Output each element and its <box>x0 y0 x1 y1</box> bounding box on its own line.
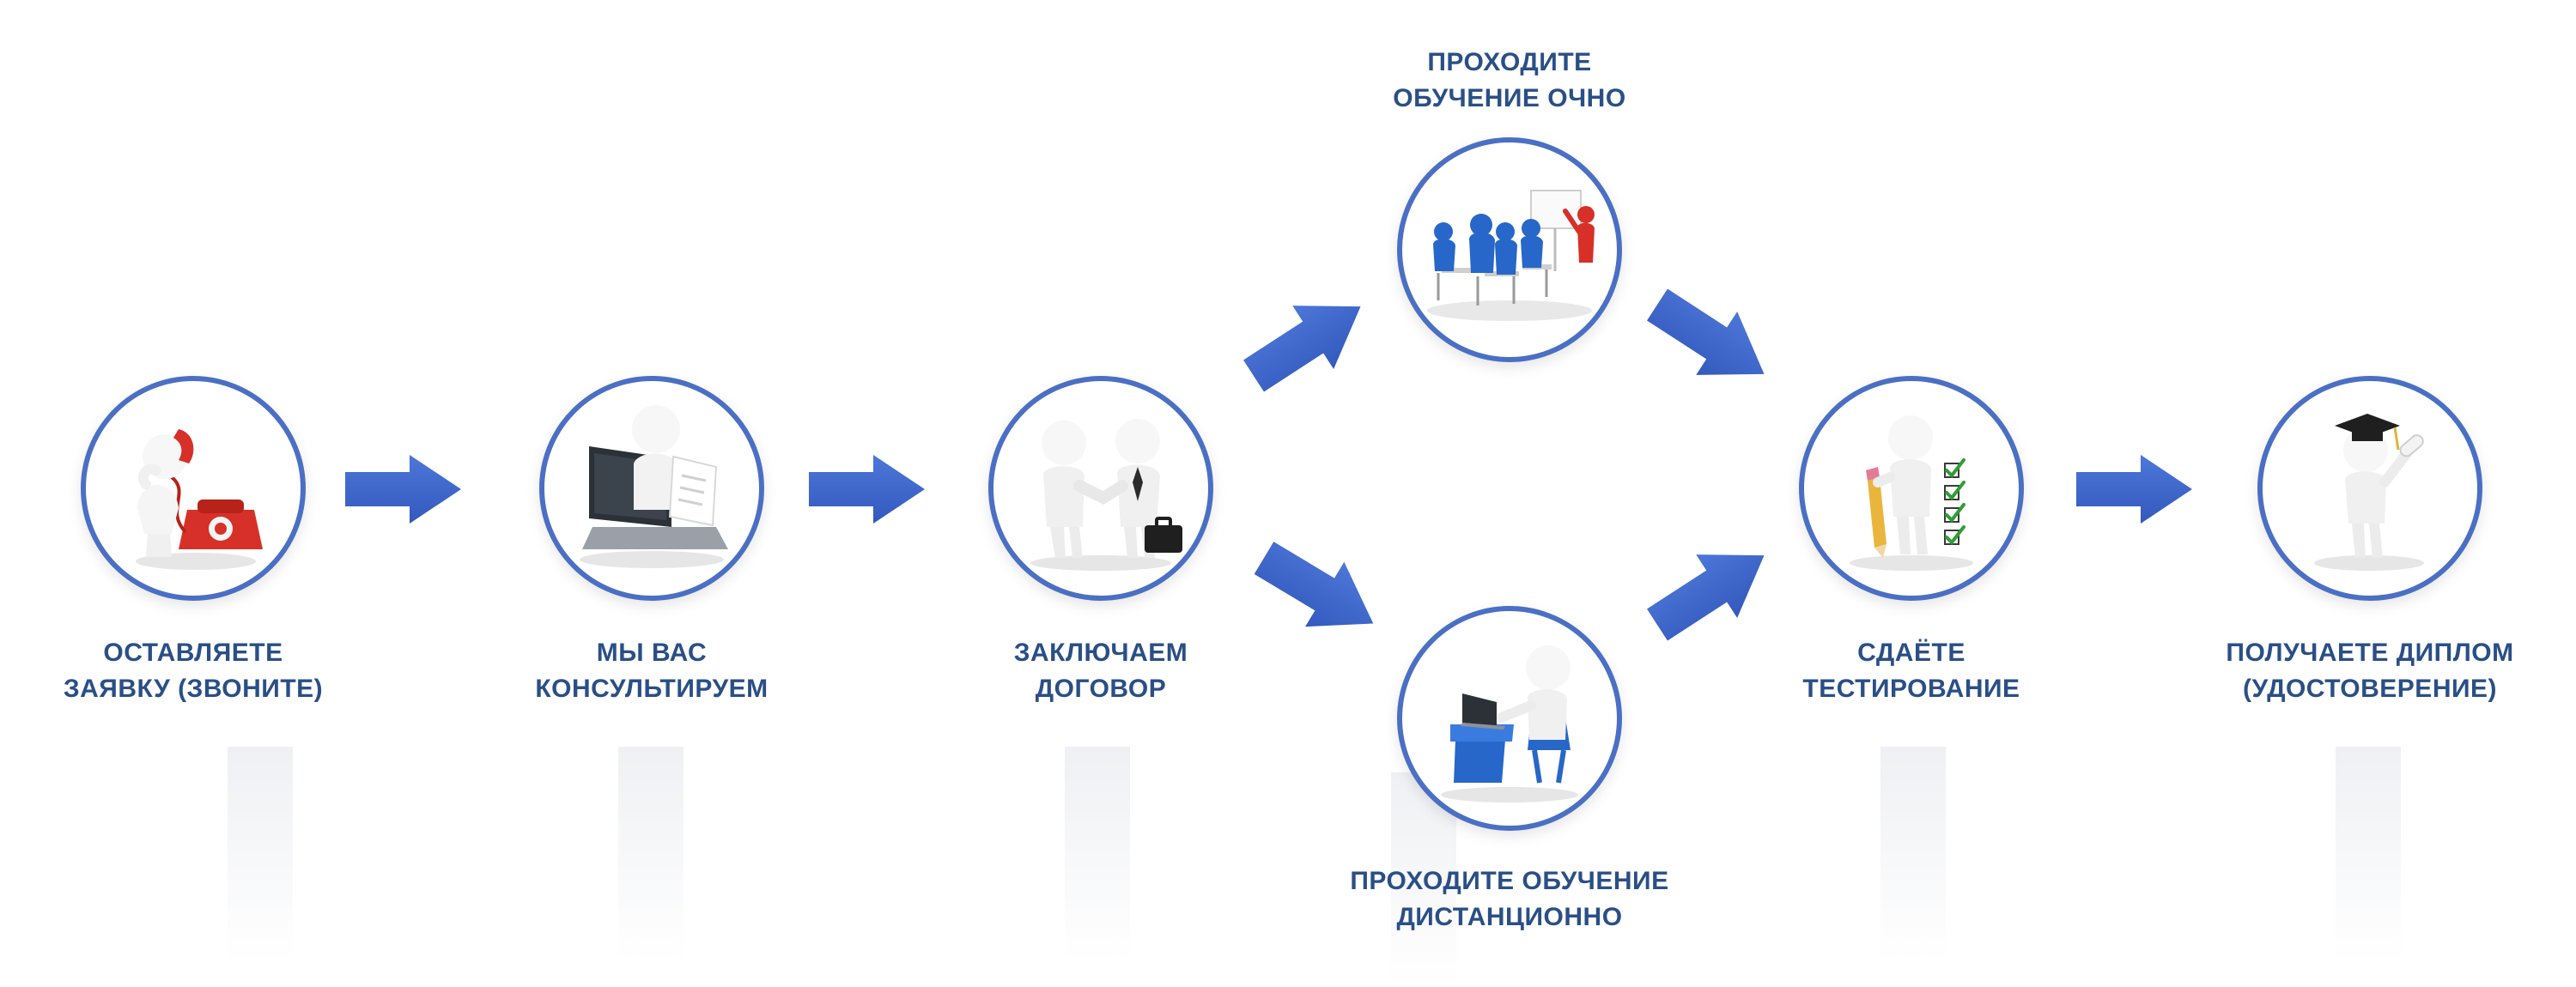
handshake-icon <box>1030 419 1182 571</box>
arrow-up-right-icon <box>1233 275 1382 408</box>
step-consult-label: МЫ ВАС КОНСУЛЬТИРУЕМ <box>463 635 841 707</box>
step-distance-label-line2: ДИСТАНЦИОННО <box>1396 903 1623 931</box>
step-consult-circle <box>539 376 764 601</box>
step-testing-label-line2: ТЕСТИРОВАНИЕ <box>1802 675 2020 703</box>
step-contract-circle <box>988 376 1213 601</box>
step-apply-label-line2: ЗАЯВКУ (ЗВОНИТЕ) <box>63 675 324 703</box>
reflection-haze <box>228 747 293 961</box>
laptop-consultant-icon <box>580 405 728 568</box>
reflection-haze <box>1065 747 1130 961</box>
step-diploma-circle <box>2257 376 2482 601</box>
step-consult-label-line1: МЫ ВАС <box>596 639 708 667</box>
step-consult-label-line2: КОНСУЛЬТИРУЕМ <box>535 675 769 703</box>
step-contract-label: ЗАКЛЮЧАЕМ ДОГОВОР <box>912 635 1290 707</box>
checklist-icon <box>1850 415 1973 571</box>
graduate-icon <box>2314 414 2424 571</box>
step-testing-circle <box>1799 376 2024 601</box>
step-apply-label-line1: ОСТАВЛЯЕТЕ <box>103 639 283 667</box>
step-diploma-label: ПОЛУЧАЕТЕ ДИПЛОМ (УДОСТОВЕРЕНИЕ) <box>2181 635 2559 707</box>
step-diploma-label-line1: ПОЛУЧАЕТЕ ДИПЛОМ <box>2226 639 2514 667</box>
step-apply-circle <box>81 376 306 601</box>
step-testing-label-line1: СДАЁТЕ <box>1857 639 1965 667</box>
arrow-right-icon <box>345 455 461 524</box>
classroom-icon <box>1427 190 1595 321</box>
step-contract-label-line1: ЗАКЛЮЧАЕМ <box>1013 639 1188 667</box>
step-diploma-label-line2: (УДОСТОВЕРЕНИЕ) <box>2242 675 2498 703</box>
step-in-person-circle <box>1397 137 1622 362</box>
step-apply-label: ОСТАВЛЯЕТЕ ЗАЯВКУ (ЗВОНИТЕ) <box>4 635 382 707</box>
remote-student-icon <box>1441 645 1578 802</box>
step-distance-label-line1: ПРОХОДИТЕ ОБУЧЕНИЕ <box>1350 867 1669 895</box>
phone-caller-icon <box>136 429 263 570</box>
step-contract-label-line2: ДОГОВОР <box>1035 675 1167 703</box>
reflection-haze <box>1880 747 1946 961</box>
step-testing-label: СДАЁТЕ ТЕСТИРОВАНИЕ <box>1722 635 2100 707</box>
arrow-down-right-icon <box>1637 273 1785 406</box>
step-in-person-label: ПРОХОДИТЕ ОБУЧЕНИЕ ОЧНО <box>1321 45 1698 117</box>
step-distance-label: ПРОХОДИТЕ ОБУЧЕНИЕ ДИСТАНЦИОННО <box>1321 863 1698 936</box>
arrow-right-icon <box>2076 455 2192 524</box>
step-in-person-label-line1: ПРОХОДИТЕ <box>1427 48 1592 76</box>
step-in-person-label-line2: ОБУЧЕНИЕ ОЧНО <box>1393 84 1626 112</box>
reflection-haze <box>618 747 683 961</box>
reflection-haze <box>2336 747 2401 961</box>
arrow-right-icon <box>809 455 925 524</box>
step-distance-circle <box>1397 606 1622 831</box>
